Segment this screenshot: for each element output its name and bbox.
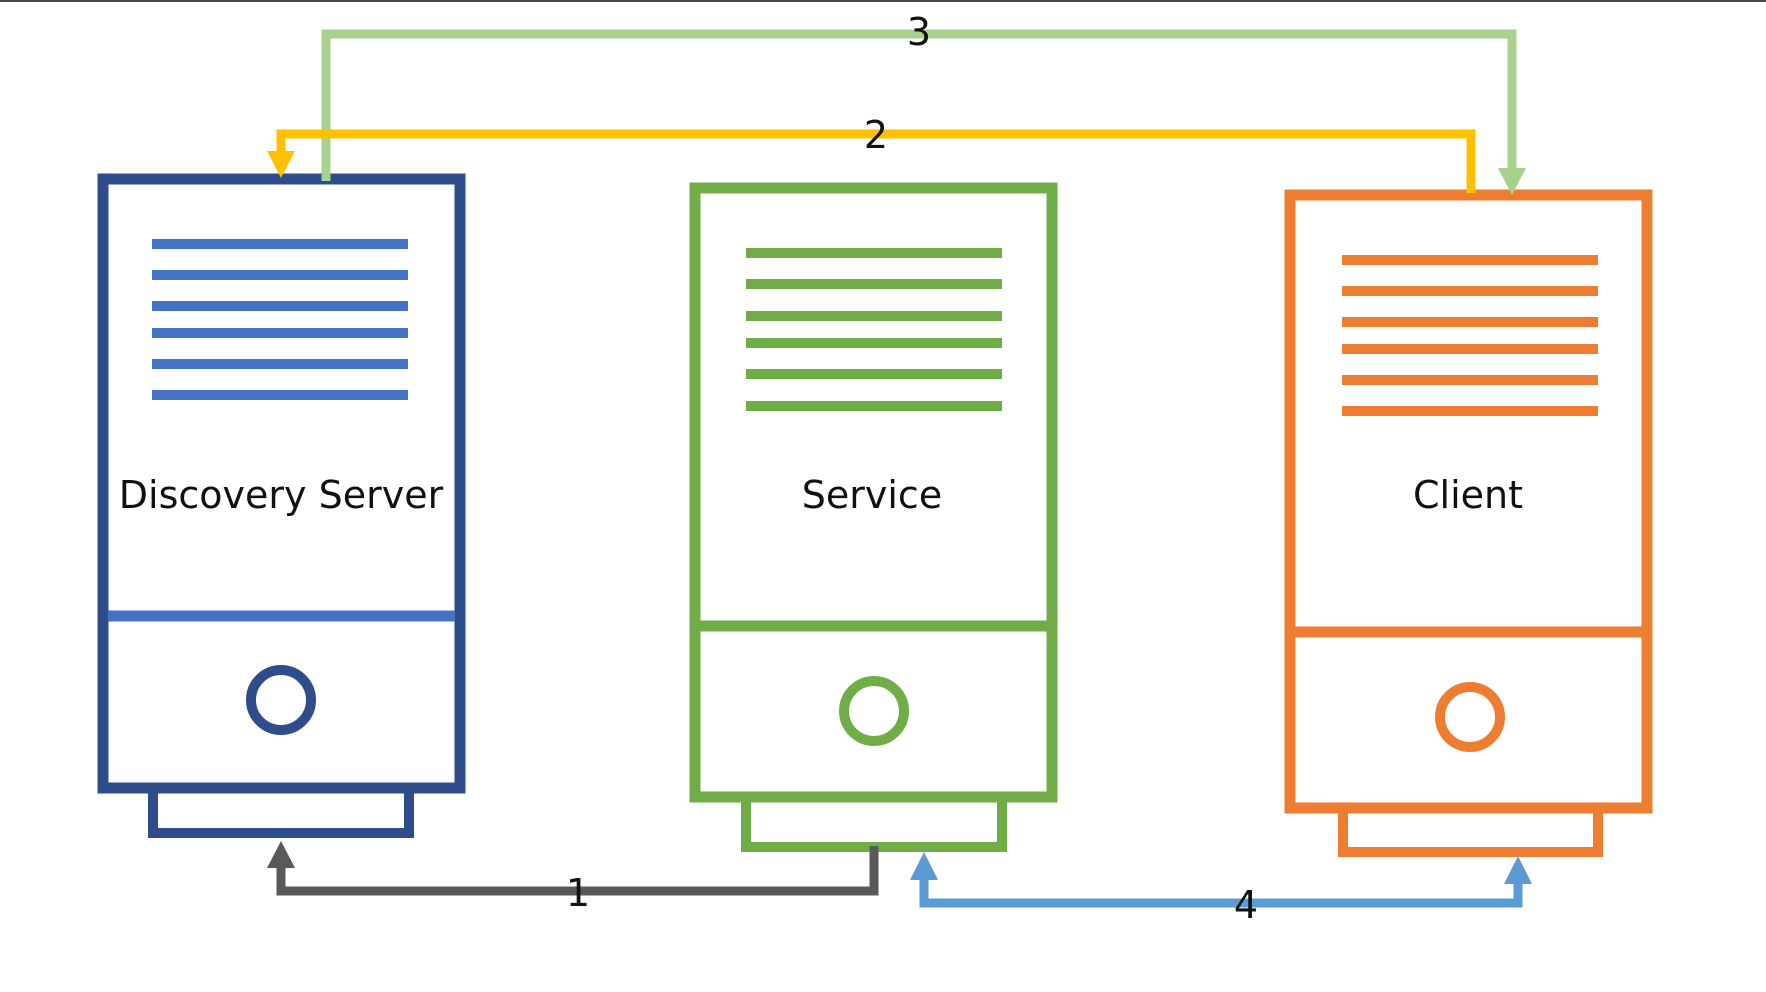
step-4-connector: 4	[910, 852, 1532, 927]
server-client-power-button	[1435, 682, 1505, 752]
step-2-arrowhead	[267, 151, 295, 178]
step-2-connector: 2	[267, 113, 1476, 193]
step-3-arrowhead	[1498, 168, 1526, 195]
server-discovery-base	[148, 783, 414, 838]
step-4-arrowhead-service	[910, 852, 938, 880]
server-service-vent-lines	[746, 248, 1002, 411]
server-client-vent-lines	[1342, 255, 1598, 416]
top-border	[0, 0, 1766, 2]
step-1-connector: 1	[267, 841, 879, 915]
step-3-number: 3	[907, 10, 931, 54]
server-service-base	[741, 792, 1007, 852]
step-4-line	[919, 878, 1523, 908]
server-service: Service	[689, 182, 1058, 852]
step-3-line	[321, 29, 1517, 181]
server-client-base	[1338, 803, 1603, 857]
server-service-power-button	[839, 676, 909, 746]
server-client-label: Client	[1413, 473, 1523, 517]
step-4-number: 4	[1234, 883, 1258, 927]
step-2-line	[276, 129, 1476, 193]
server-discovery-power-button	[246, 665, 316, 735]
step-1-number: 1	[566, 871, 590, 915]
step-3-connector: 3	[321, 10, 1526, 195]
step-1-line	[276, 846, 879, 896]
server-client: Client	[1284, 189, 1653, 857]
step-4-arrowhead-client	[1504, 856, 1532, 884]
server-discovery: Discovery Server	[97, 173, 466, 838]
server-discovery-vent-lines	[152, 239, 408, 400]
server-service-label: Service	[802, 473, 942, 517]
step-2-number: 2	[864, 113, 888, 157]
step-1-arrowhead	[267, 841, 295, 868]
server-discovery-label: Discovery Server	[119, 473, 444, 517]
